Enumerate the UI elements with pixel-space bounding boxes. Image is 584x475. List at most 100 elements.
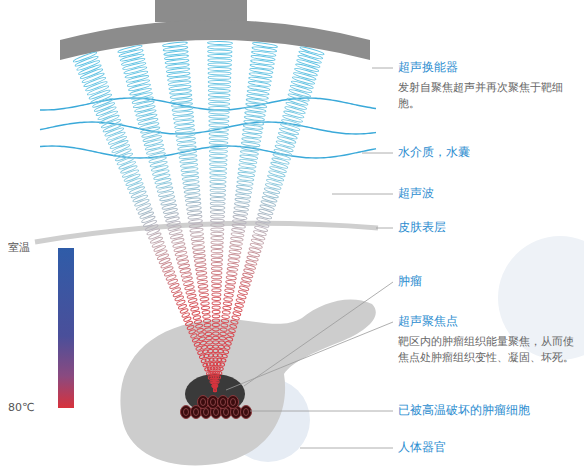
beam-stripe: [224, 293, 233, 297]
scale-label: 80℃: [8, 400, 34, 416]
destroyed-cell: [241, 406, 252, 419]
beam-stripe: [210, 176, 227, 179]
beam-stripe: [221, 323, 229, 327]
part-label: 已被高温破坏的肿瘤细胞: [398, 402, 530, 419]
beam-stripe: [210, 167, 227, 170]
beam-stripe: [208, 85, 230, 89]
beam-stripe: [211, 271, 221, 274]
beam-stripe: [209, 145, 227, 148]
beam-stripe: [210, 180, 226, 183]
beam-stripe: [218, 345, 224, 349]
beam-stripe: [190, 306, 199, 311]
beam-stripe: [213, 388, 217, 392]
beam-stripe: [194, 254, 206, 259]
beam-stripe: [209, 128, 229, 131]
beam-stripe: [166, 274, 177, 281]
beam-stripe: [212, 323, 219, 326]
leader-line: [376, 228, 393, 229]
beam-stripe: [210, 210, 224, 213]
beam-stripe: [193, 315, 201, 320]
beam-stripe: [224, 297, 233, 301]
beam-stripe: [211, 267, 222, 270]
beam-stripe: [212, 280, 222, 283]
beam-stripe: [195, 324, 203, 329]
beam-stripe: [210, 171, 227, 174]
beam-stripe: [229, 245, 241, 250]
beam-stripe: [196, 328, 203, 333]
beam-stripe: [229, 250, 241, 255]
beam-stripe: [180, 163, 198, 168]
beam-stripe: [213, 388, 216, 391]
beam-stripe: [208, 93, 230, 97]
beam-stripe: [200, 297, 209, 301]
part-label: 人体器官: [398, 439, 446, 456]
beam-stripe: [211, 228, 224, 231]
beam-stripe: [210, 163, 227, 166]
beam-stripe: [227, 267, 238, 272]
beam-stripe: [209, 132, 228, 135]
beam-stripe: [208, 72, 231, 76]
beam-stripe: [220, 328, 227, 332]
beam-stripe: [211, 258, 222, 261]
beam-stripe: [220, 362, 225, 366]
beam-stripe: [204, 328, 211, 332]
beam-stripe: [205, 332, 212, 336]
beam-stripe: [190, 232, 203, 237]
beam-stripe: [188, 219, 202, 224]
beam-stripe: [228, 328, 235, 333]
beam-stripe: [212, 297, 221, 300]
beam-stripe: [208, 46, 233, 50]
beam-stripe: [213, 388, 217, 392]
beam-stripe: [213, 336, 219, 339]
leader-line: [372, 68, 393, 69]
beam-stripe: [229, 324, 237, 329]
beam-stripe: [232, 224, 246, 229]
beam-stripe: [213, 388, 216, 392]
beam-stripe: [211, 245, 223, 248]
beam-stripe: [211, 223, 224, 226]
beam-stripe: [221, 358, 227, 362]
leader-line: [226, 322, 393, 390]
beam-stripe: [199, 288, 209, 292]
leader-line: [332, 194, 393, 195]
beam-stripe: [201, 306, 210, 310]
beam-stripe: [222, 354, 228, 359]
ultrasound-beam: [162, 41, 216, 391]
beam-stripe: [208, 80, 231, 84]
beam-stripe: [206, 336, 213, 340]
beam-stripe: [195, 262, 206, 266]
beam-stripe: [214, 384, 218, 388]
cell-ring: [184, 409, 189, 416]
skin-layer: [35, 223, 378, 242]
beam-stripe: [222, 310, 230, 314]
beam-stripe: [209, 106, 230, 110]
beam-stripe: [215, 379, 219, 383]
beam-stripe: [231, 232, 244, 237]
beam-stripe: [180, 158, 198, 163]
cell-ring: [211, 399, 216, 406]
beam-stripe: [219, 336, 226, 340]
beam-stripe: [209, 124, 229, 127]
beam-stripe: [179, 154, 197, 159]
beam-stripe: [210, 193, 225, 196]
beam-stripe: [223, 306, 232, 310]
beam-stripe: [225, 341, 232, 346]
beam-stripe: [231, 228, 244, 233]
beam-stripe: [230, 320, 238, 325]
destroyed-cell: [218, 396, 229, 409]
beam-stripe: [217, 371, 222, 375]
beam-stripe: [162, 266, 173, 273]
beam-stripe: [213, 345, 219, 348]
beam-stripe: [254, 226, 268, 233]
beam-stripe: [214, 384, 218, 388]
beam-stripe: [212, 289, 221, 292]
beam-stripe: [223, 302, 232, 306]
destroyed-cell: [181, 406, 192, 419]
beam-stripe: [208, 98, 229, 102]
beam-stripe: [207, 345, 213, 349]
beam-stripe: [185, 197, 200, 202]
beam-stripe: [212, 328, 219, 331]
beam-stripe: [209, 154, 227, 157]
beam-stripe: [212, 315, 220, 318]
part-label: 超声换能器: [398, 59, 458, 76]
